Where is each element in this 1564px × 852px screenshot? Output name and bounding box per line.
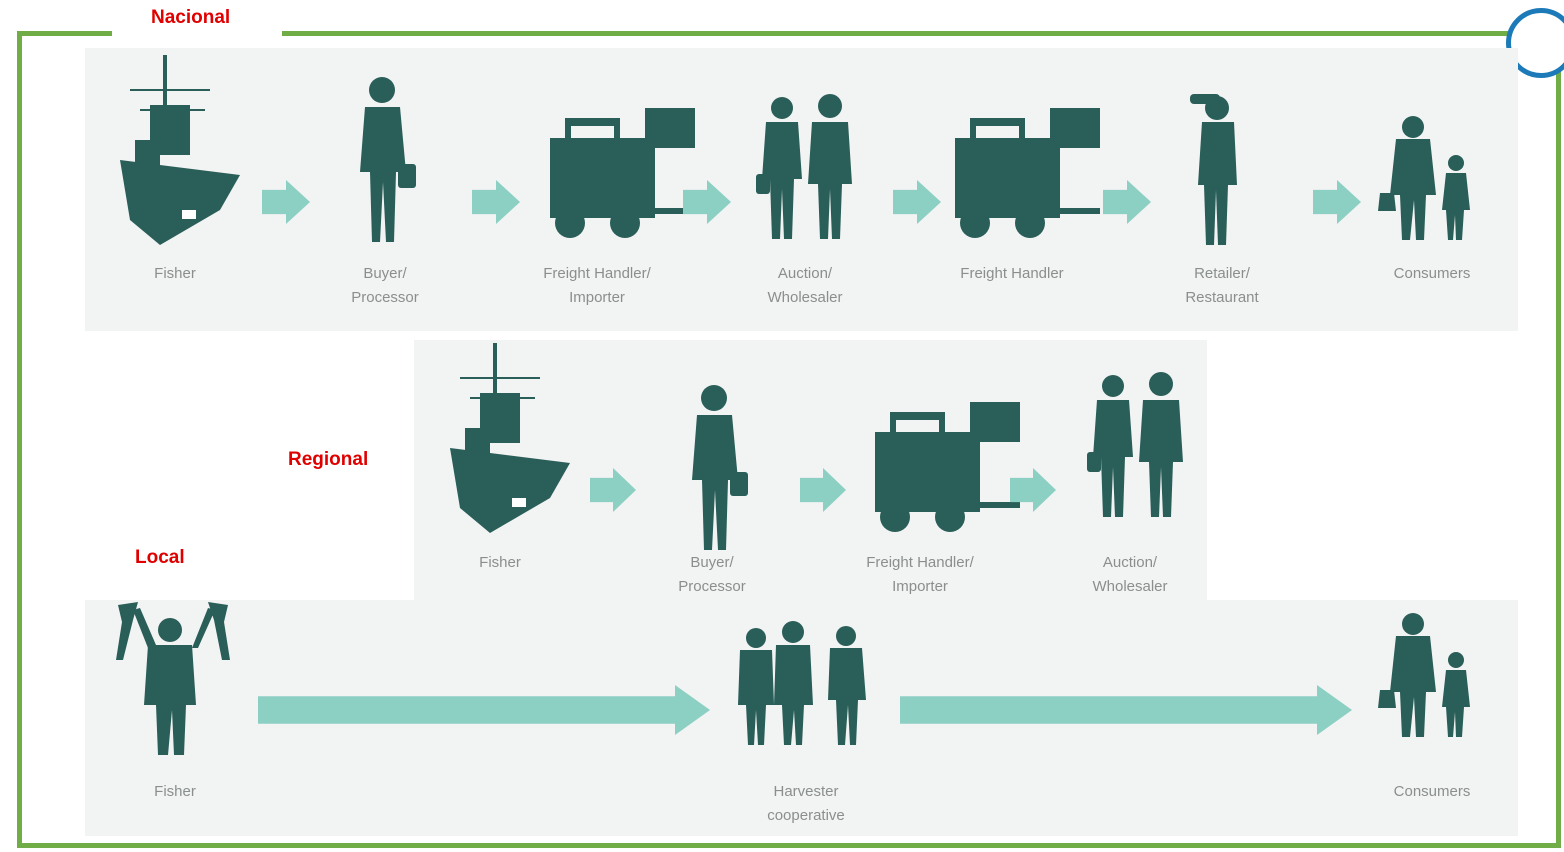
forklift-icon bbox=[945, 98, 1105, 248]
two-men-icon bbox=[752, 94, 862, 244]
nacional-node-3 bbox=[540, 98, 700, 248]
regional-arrow-3 bbox=[1010, 468, 1056, 512]
family-icon bbox=[1378, 612, 1488, 742]
nacional-node-2 bbox=[350, 72, 420, 252]
local-node-3 bbox=[1378, 612, 1488, 742]
nacional-node-7 bbox=[1378, 115, 1488, 245]
nacional-arrow-6 bbox=[1313, 180, 1361, 224]
family-icon bbox=[1378, 115, 1488, 245]
nacional-node-1 bbox=[110, 50, 250, 250]
nacional-label-2: Buyer/ Processor bbox=[351, 265, 419, 306]
local-label-2: Harvester cooperative bbox=[767, 783, 845, 824]
tier-label-nacional: Nacional bbox=[151, 7, 231, 28]
nacional-arrow-5 bbox=[1103, 180, 1151, 224]
person-briefcase-icon bbox=[350, 72, 420, 252]
nacional-label-3: Freight Handler/ Importer bbox=[543, 265, 651, 306]
local-arrow-2 bbox=[900, 685, 1352, 735]
regional-arrow-1 bbox=[590, 468, 636, 512]
regional-node-4 bbox=[1083, 372, 1193, 522]
local-node-1 bbox=[108, 600, 238, 760]
boat-icon bbox=[440, 338, 580, 538]
two-men-icon bbox=[1083, 372, 1193, 522]
forklift-icon bbox=[865, 392, 1025, 542]
regional-label-1: Fisher bbox=[479, 554, 521, 571]
nacional-label-4: Auction/ Wholesaler bbox=[767, 265, 843, 306]
nacional-node-6 bbox=[1182, 90, 1262, 250]
nacional-label-1: Fisher bbox=[154, 265, 196, 282]
nacional-arrow-3 bbox=[683, 180, 731, 224]
regional-node-1 bbox=[440, 338, 580, 538]
nacional-label-6: Retailer/ Restaurant bbox=[1185, 265, 1259, 306]
local-label-3: Consumers bbox=[1393, 783, 1471, 800]
nacional-node-4 bbox=[752, 94, 862, 244]
group-of-people-icon bbox=[728, 620, 878, 750]
regional-label-3: Freight Handler/ Importer bbox=[866, 554, 974, 595]
nacional-label-5: Freight Handler bbox=[960, 265, 1064, 282]
label-tab bbox=[112, 26, 282, 42]
regional-arrow-2 bbox=[800, 468, 846, 512]
fisher-holding-fish-icon bbox=[108, 600, 238, 760]
person-drinking-icon bbox=[1182, 90, 1262, 250]
regional-node-2 bbox=[682, 380, 752, 560]
tier-label-regional: Regional bbox=[288, 449, 369, 470]
regional-label-2: Buyer/ Processor bbox=[678, 554, 746, 595]
nacional-label-7: Consumers bbox=[1393, 265, 1471, 282]
local-node-2 bbox=[728, 620, 878, 750]
local-label-1: Fisher bbox=[154, 783, 196, 800]
nacional-arrow-1 bbox=[262, 180, 310, 224]
local-arrow-1 bbox=[258, 685, 710, 735]
tier-label-local: Local bbox=[135, 547, 185, 568]
nacional-panel bbox=[85, 48, 1518, 331]
nacional-arrow-2 bbox=[472, 180, 520, 224]
regional-label-4: Auction/ Wholesaler bbox=[1092, 554, 1168, 595]
nacional-node-5 bbox=[945, 98, 1105, 248]
boat-icon bbox=[110, 50, 250, 250]
forklift-icon bbox=[540, 98, 700, 248]
person-briefcase-icon bbox=[682, 380, 752, 560]
regional-node-3 bbox=[865, 392, 1025, 542]
nacional-arrow-4 bbox=[893, 180, 941, 224]
